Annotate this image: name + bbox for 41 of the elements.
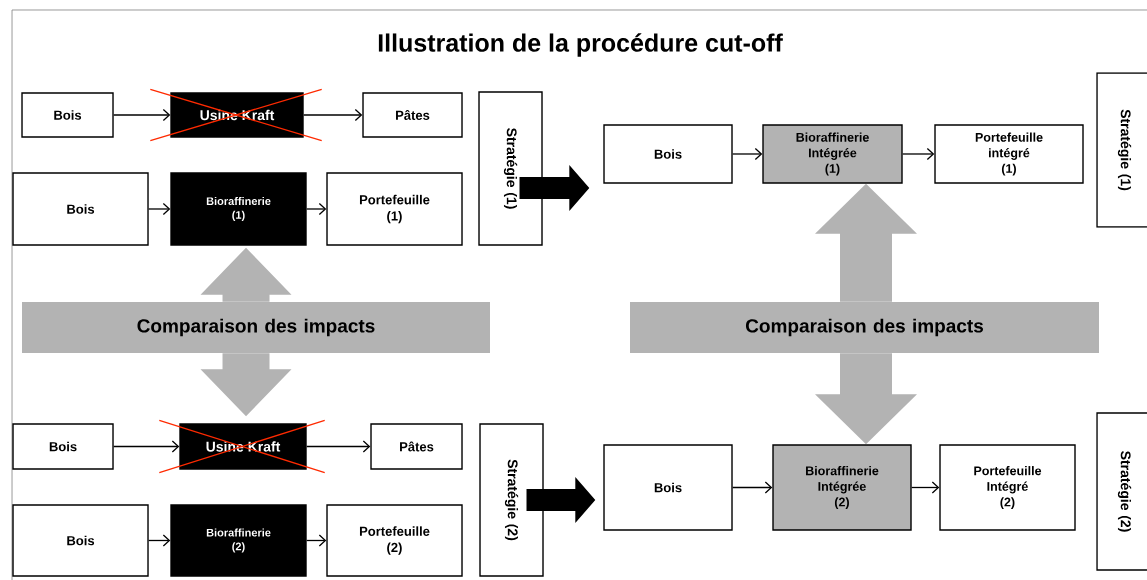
- arrow: [113, 440, 180, 453]
- strategy-box: Stratégie (2): [1096, 412, 1147, 571]
- process-box: Bioraffinerie (2): [170, 504, 307, 577]
- process-box: Bois: [12, 504, 149, 577]
- arrow: [902, 147, 935, 161]
- arrow: [200, 353, 292, 417]
- process-box: Portefeuille (2): [326, 504, 463, 577]
- arrow: [306, 202, 327, 216]
- arrow: [732, 481, 773, 494]
- arrow: [526, 477, 596, 523]
- process-box: Pâtes: [362, 92, 463, 138]
- arrow: [732, 147, 763, 161]
- arrow: [815, 183, 917, 302]
- strategy-box: Stratégie (1): [1096, 72, 1147, 228]
- process-box: Bois: [21, 92, 114, 138]
- process-box: Pâtes: [370, 423, 463, 470]
- arrow: [303, 108, 363, 122]
- arrow: [815, 353, 917, 445]
- process-box: Bioraffinerie Intégrée (1): [762, 124, 903, 184]
- process-box: Bioraffinerie Intégrée (2): [772, 444, 912, 531]
- arrow: [148, 534, 171, 547]
- banner: Comparaison des impacts: [22, 302, 490, 353]
- banner: Comparaison des impacts: [630, 302, 1099, 353]
- arrow: [306, 534, 327, 547]
- arrow: [200, 247, 292, 302]
- arrow: [911, 481, 940, 494]
- strategy-box: Stratégie (2): [479, 423, 544, 577]
- process-box: Portefeuille intégré (1): [934, 124, 1084, 184]
- process-box: Bioraffinerie (1): [170, 172, 307, 246]
- process-box: Bois: [12, 423, 114, 470]
- arrow: [519, 165, 590, 211]
- process-box: Bois: [12, 172, 149, 246]
- arrow: [113, 108, 171, 122]
- process-box: Bois: [603, 444, 733, 531]
- process-box: Portefeuille Intégré (2): [939, 444, 1076, 531]
- process-box: Bois: [603, 124, 733, 184]
- arrow: [148, 202, 171, 216]
- process-box: Portefeuille (1): [326, 172, 463, 246]
- strategy-box: Stratégie (1): [478, 91, 543, 246]
- arrow: [306, 440, 371, 453]
- title: Illustration de la procédure cut-off: [378, 33, 783, 57]
